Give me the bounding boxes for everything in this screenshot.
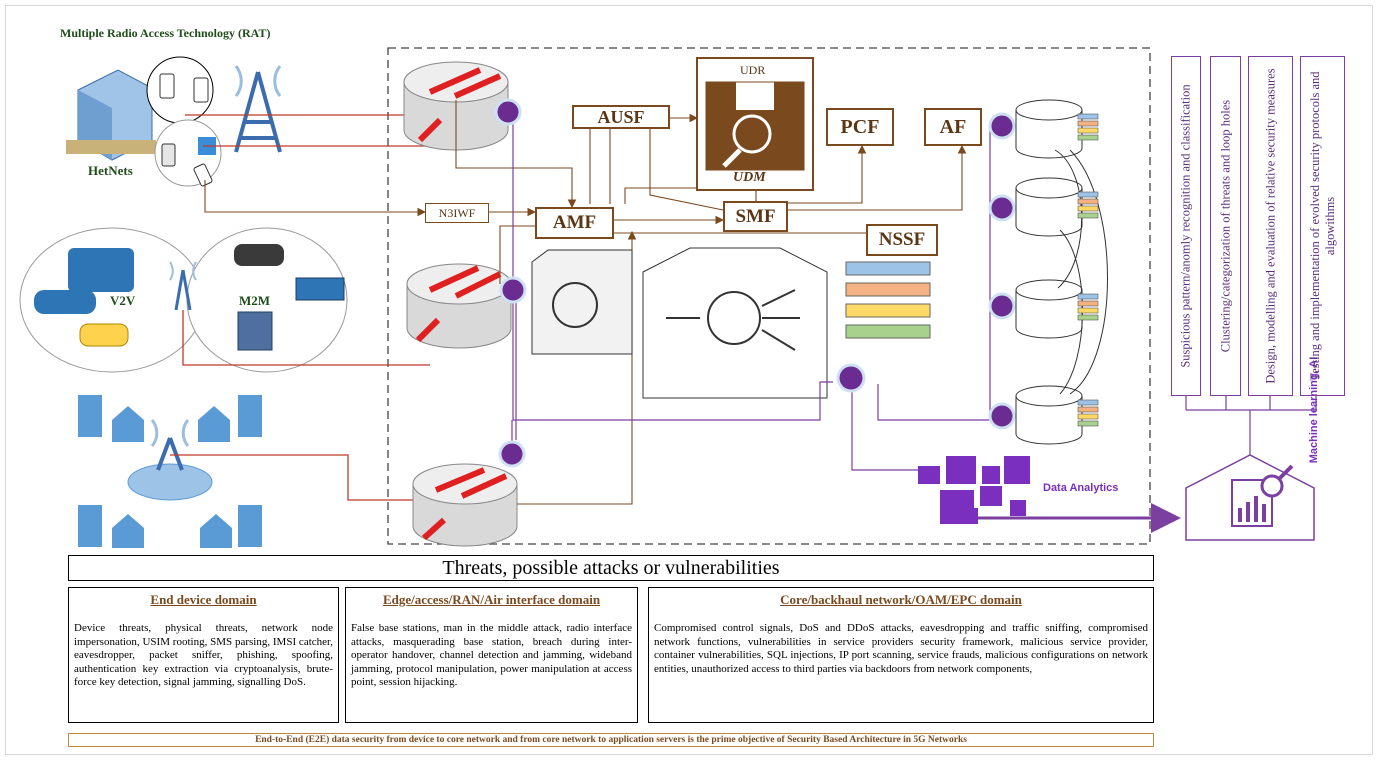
slice-bar xyxy=(845,324,931,339)
link-v2v-router2 xyxy=(182,310,430,366)
footer-objective: End-to-End (E2E) data security from devi… xyxy=(68,733,1154,747)
amf-box: AMF xyxy=(535,207,614,239)
wifi-bubble-icon xyxy=(154,119,222,187)
udm-udr-block xyxy=(696,57,814,191)
link-wifi-n3iwf xyxy=(204,180,427,217)
af-box: AF xyxy=(924,108,982,146)
cell-tower-icon xyxy=(234,65,282,153)
objective-text: Suspicious pattern/anomly recognition an… xyxy=(1178,84,1193,368)
router-3 xyxy=(412,463,518,547)
rat-title: Multiple Radio Access Technology (RAT) xyxy=(60,26,271,40)
objective-text: Testing and implementation of evolved se… xyxy=(1307,71,1337,381)
core-domain: Core/backhaul network/OAM/EPC domain Com… xyxy=(648,587,1154,723)
data-node xyxy=(494,98,522,126)
slice-bars xyxy=(845,261,931,339)
objective-box: Suspicious pattern/anomly recognition an… xyxy=(1171,56,1201,396)
domain-title: Edge/access/RAN/Air interface domain xyxy=(382,592,601,607)
edge-domain: Edge/access/RAN/Air interface domain Fal… xyxy=(345,587,638,723)
data-node xyxy=(499,276,527,304)
objective-box: Design, modelling and evaluation of rela… xyxy=(1248,56,1293,396)
domain-title: End device domain xyxy=(150,592,257,607)
antenna-icon xyxy=(169,261,197,311)
udr-label: UDR xyxy=(740,63,766,77)
domain-text: Compromised control signals, DoS and DDo… xyxy=(654,622,1148,675)
pcf-box: PCF xyxy=(826,108,894,146)
link-ml-objectives xyxy=(1185,396,1317,460)
data-node xyxy=(836,363,866,393)
ausf-box: AUSF xyxy=(572,105,670,129)
objective-text: Design, modelling and evaluation of rela… xyxy=(1263,68,1277,384)
edge-servers xyxy=(1015,99,1108,445)
data-node xyxy=(988,292,1016,320)
link-analytics-data xyxy=(851,384,940,471)
domain-title: Core/backhaul network/OAM/EPC domain xyxy=(780,592,1022,607)
domain-text: Device threats, physical threats, networ… xyxy=(74,622,333,688)
link-udm-smf xyxy=(649,128,724,211)
data-node xyxy=(988,112,1016,140)
slice-bar xyxy=(845,282,931,297)
threats-title: Threats, possible attacks or vulnerabili… xyxy=(68,555,1154,581)
n3iwf-box: N3IWF xyxy=(425,203,489,223)
v2v-label: V2V xyxy=(110,293,136,308)
objective-box: Testing and implementation of evolved se… xyxy=(1300,56,1345,396)
link-smf-pcf xyxy=(788,144,867,204)
link-router2-n3iwf xyxy=(499,225,535,284)
objective-box: Clustering/categorization of threats and… xyxy=(1210,56,1241,396)
hetnets-label: HetNets xyxy=(88,163,133,178)
v2v-bubble xyxy=(19,227,205,373)
figure-frame xyxy=(5,5,1373,755)
phone-bubble-icon xyxy=(146,56,214,124)
core-network-boundary xyxy=(387,47,1151,545)
router-2 xyxy=(406,263,512,349)
end-device-domain: End device domain Device threats, physic… xyxy=(68,587,339,723)
edge-slice-tags xyxy=(1077,113,1099,427)
m2m-label: M2M xyxy=(239,293,271,308)
slice-bar xyxy=(845,303,931,318)
data-analytics-label: Data Analytics xyxy=(1043,482,1119,494)
link-router1-amf xyxy=(455,100,577,209)
data-node xyxy=(988,402,1016,430)
nssf-box: NSSF xyxy=(866,224,938,256)
objective-text: Clustering/categorization of threats and… xyxy=(1218,99,1232,353)
link-city-router3 xyxy=(170,454,430,501)
ml-house-icon xyxy=(1185,454,1315,541)
domain-text: False base stations, man in the middle a… xyxy=(351,622,632,688)
building-icon xyxy=(66,69,156,161)
link-router1-data xyxy=(512,112,833,421)
data-node xyxy=(988,194,1016,222)
smart-city-cluster xyxy=(78,395,262,548)
core-router-block xyxy=(642,247,828,399)
core-switch-block xyxy=(531,249,633,355)
slice-bar xyxy=(845,261,931,276)
smf-box: SMF xyxy=(723,201,788,232)
link-amf-udm xyxy=(624,175,698,204)
udm-label: UDM xyxy=(733,170,766,185)
data-analytics-icon xyxy=(918,456,1030,524)
link-amf-nssf xyxy=(614,232,901,248)
data-node xyxy=(498,440,526,468)
m2m-bubble xyxy=(186,227,348,373)
link-smf-af xyxy=(788,144,967,211)
